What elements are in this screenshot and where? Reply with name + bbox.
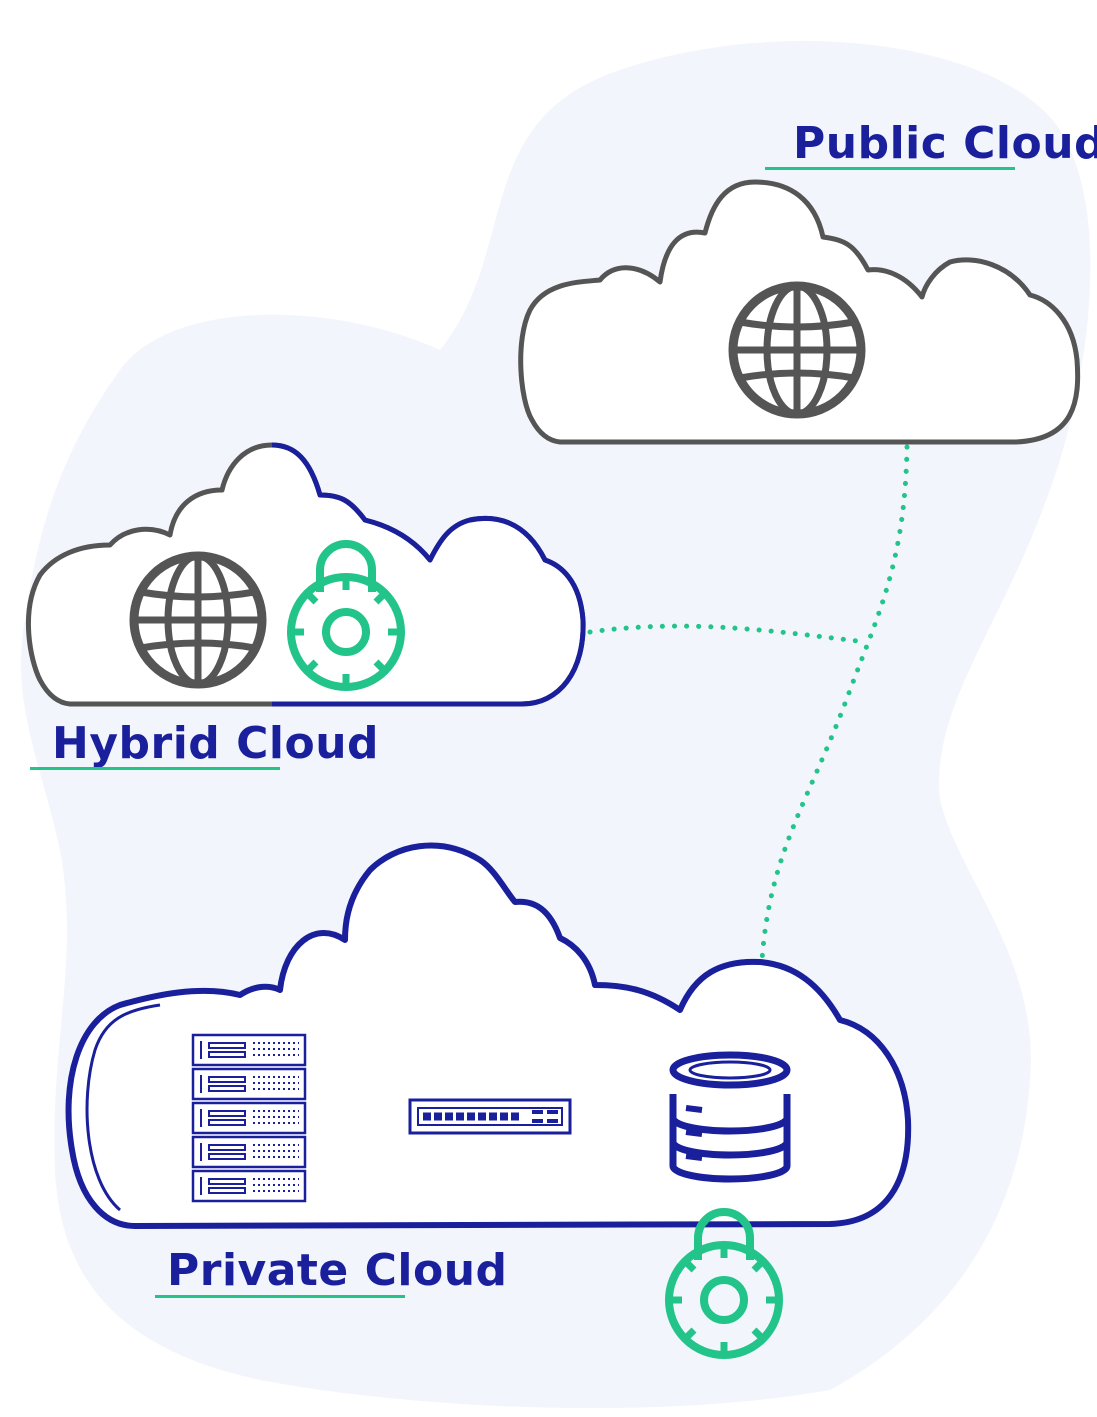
hybrid-cloud: [26, 442, 586, 707]
server-rack-icon: [191, 1033, 307, 1203]
database-icon: [669, 1051, 791, 1179]
connector-public-to-private: [759, 444, 910, 963]
private-cloud: [65, 842, 912, 1355]
private-cloud-inner-outline: [85, 1003, 161, 1212]
public-cloud-label: Public Cloud: [793, 118, 1097, 169]
globe-icon: [134, 556, 262, 684]
private-cloud-underline: [155, 1295, 405, 1298]
network-switch-icon: [408, 1098, 572, 1135]
globe-icon: [733, 286, 861, 414]
private-cloud-label: Private Cloud: [167, 1245, 508, 1296]
public-cloud-underline: [765, 167, 1015, 170]
connector-hybrid-to-junction: [587, 623, 869, 645]
hybrid-cloud-label: Hybrid Cloud: [52, 718, 380, 769]
public-cloud: [518, 179, 1081, 445]
hybrid-cloud-underline: [30, 767, 280, 770]
hybrid-cloud-accent: [271, 442, 586, 707]
